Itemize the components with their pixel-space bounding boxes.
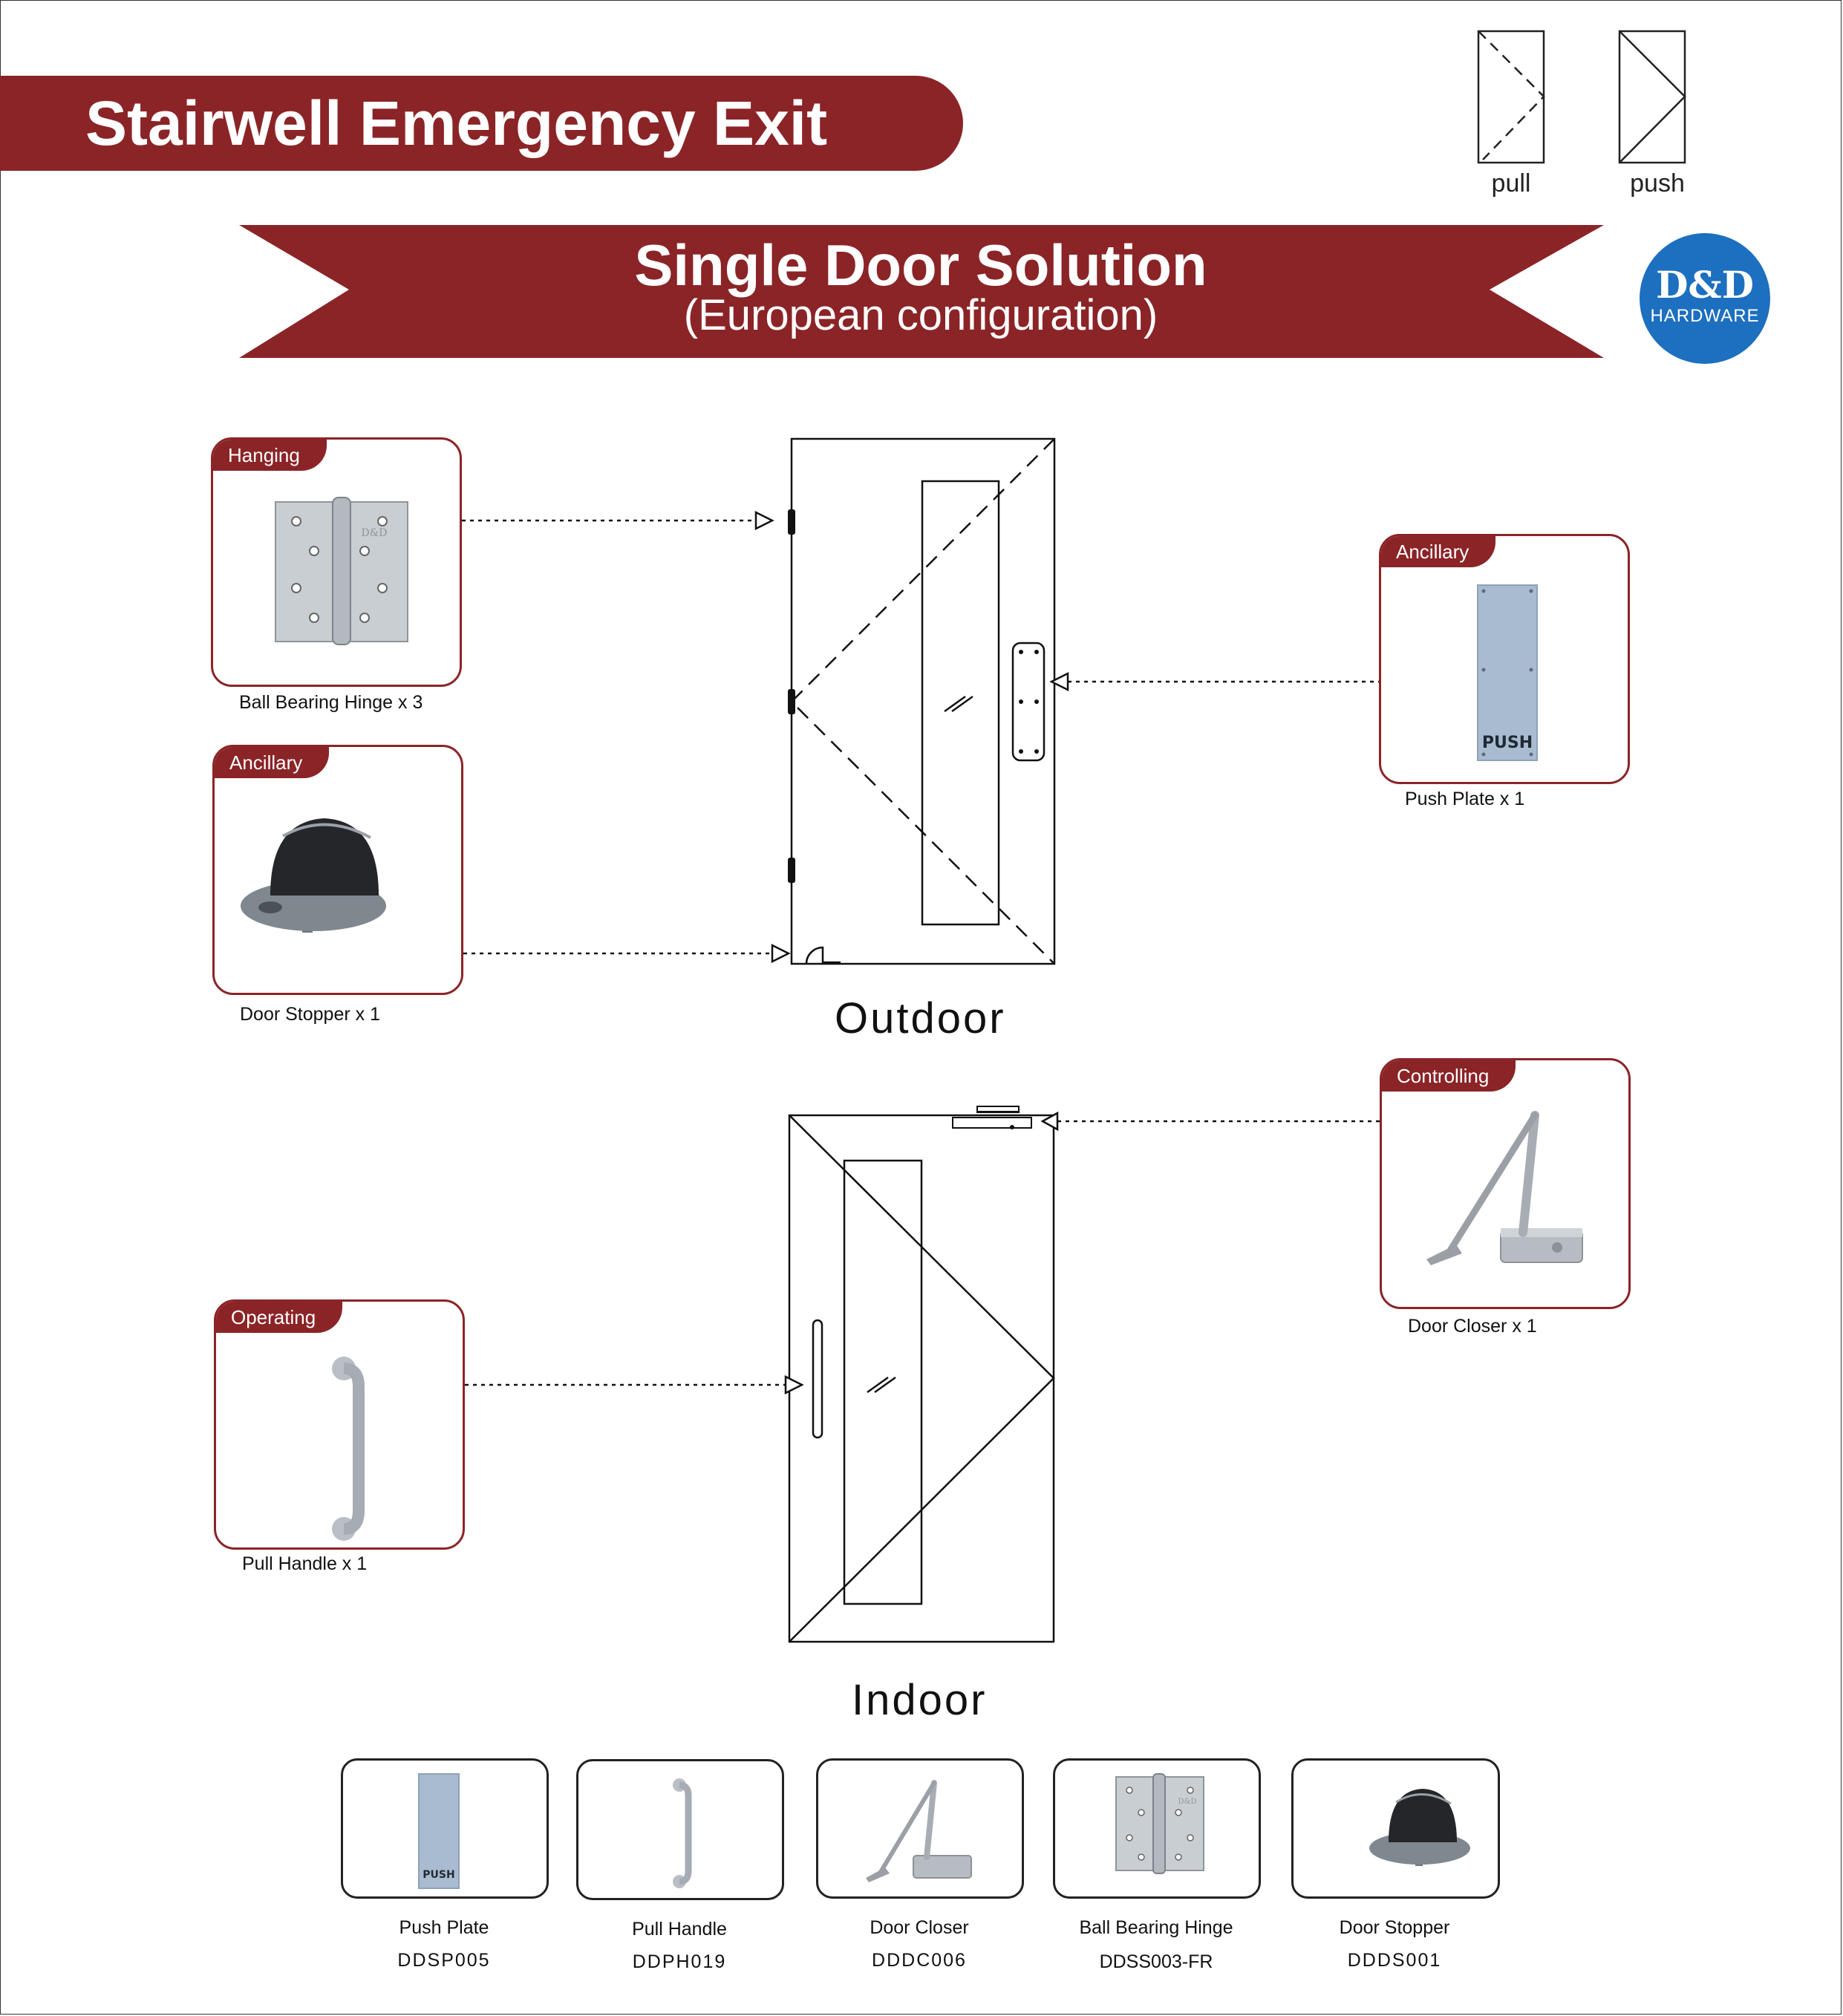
push-plate-text: PUSH	[1482, 734, 1533, 752]
closer-callout-card: Controlling	[1380, 1058, 1631, 1309]
banner-title: Single Door Solution	[634, 232, 1207, 298]
product-plate-text: PUSH	[423, 1869, 454, 1881]
product-card-pull-handle	[576, 1759, 784, 1900]
closer-caption: Door Closer x 1	[1408, 1316, 1537, 1337]
product-code: DDSS003-FR	[1099, 1951, 1213, 1972]
push-legend-label: push	[1630, 169, 1685, 198]
callout-tag: Hanging	[213, 440, 327, 471]
product-card-ball-bearing-hinge: D&D	[1053, 1758, 1261, 1899]
callout-tag: Operating	[216, 1302, 343, 1333]
indoor-label: Indoor	[852, 1676, 988, 1724]
product-code: DDSP005	[397, 1950, 491, 1971]
door-stopper-icon	[1369, 1789, 1470, 1866]
hinge-caption: Ball Bearing Hinge x 3	[239, 692, 423, 713]
product-name: Push Plate	[399, 1917, 489, 1938]
door-closer-icon	[866, 1780, 972, 1882]
product-name: Ball Bearing Hinge	[1079, 1917, 1233, 1938]
callout-tag: Ancillary	[215, 747, 330, 778]
brand-logo-text: D&D	[1656, 263, 1754, 307]
push-plate-icon: PUSH	[418, 1773, 460, 1889]
pull-handle-icon	[673, 1778, 692, 1888]
ball-bearing-hinge-icon: D&D	[1115, 1773, 1204, 1874]
brand-logo	[1640, 233, 1770, 364]
door-closer-icon	[1426, 1111, 1583, 1265]
callout-tag: Ancillary	[1381, 536, 1496, 567]
brand-logo-subtext: HARDWARE	[1650, 306, 1760, 326]
pull-handle-caption: Pull Handle x 1	[242, 1553, 368, 1574]
push-plate-caption: Push Plate x 1	[1405, 789, 1525, 809]
product-code: DDDC006	[872, 1950, 967, 1971]
product-hinge-logo-text: D&D	[1178, 1798, 1197, 1806]
outdoor-label: Outdoor	[835, 994, 1006, 1043]
stopper-caption: Door Stopper x 1	[240, 1004, 380, 1025]
page-title: Stairwell Emergency Exit	[85, 88, 828, 158]
door-stopper-icon	[241, 818, 386, 933]
push-plate-callout-card: Ancillary PUSH	[1379, 534, 1630, 784]
callout-tag: Controlling	[1382, 1060, 1516, 1092]
product-name: Pull Handle	[632, 1919, 727, 1940]
pull-handle-icon	[332, 1357, 365, 1541]
product-name: Door Closer	[870, 1917, 969, 1938]
pull-handle-callout-card: Operating	[214, 1299, 465, 1550]
product-code: DDDS001	[1347, 1950, 1442, 1971]
push-plate-icon: PUSH	[1477, 584, 1538, 761]
product-name: Door Stopper	[1339, 1917, 1450, 1938]
product-code: DDPH019	[632, 1951, 727, 1972]
title-bar	[0, 76, 963, 171]
hinge-callout-card: Hanging D&D	[211, 437, 462, 687]
hinge-logo-text: D&D	[362, 527, 388, 539]
product-card-door-stopper	[1291, 1758, 1500, 1899]
ball-bearing-hinge-icon: D&D	[275, 497, 408, 645]
stopper-callout-card: Ancillary	[212, 745, 463, 995]
product-card-push-plate: PUSH	[341, 1758, 549, 1899]
product-card-door-closer	[816, 1758, 1024, 1899]
banner-subtitle: (European configuration)	[683, 291, 1158, 339]
pull-legend-label: pull	[1491, 169, 1531, 198]
